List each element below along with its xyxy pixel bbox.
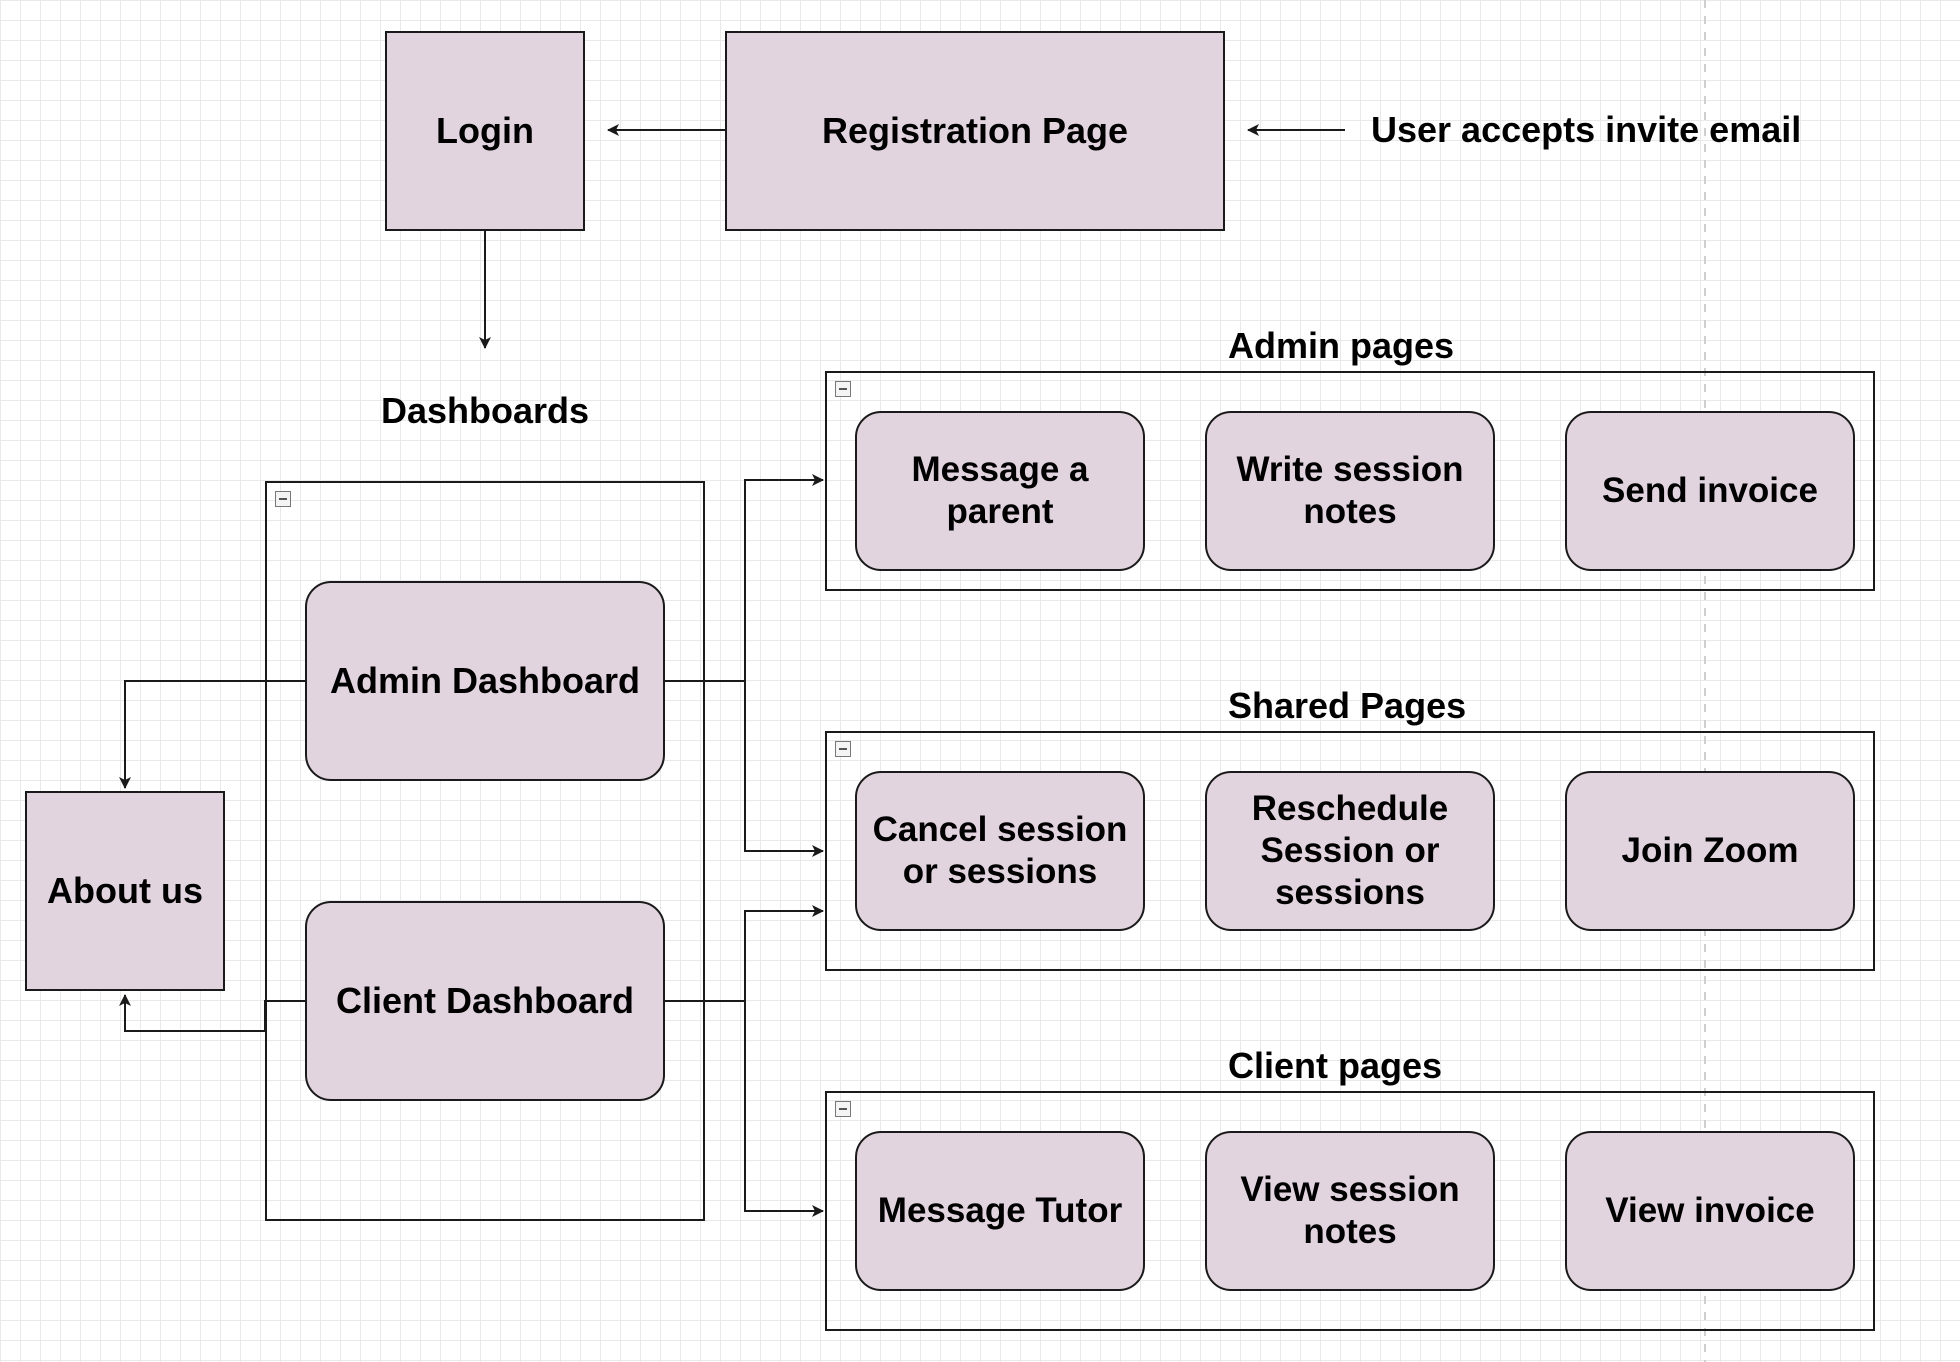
reschedule-session-label: Reschedule Session or sessions (1251, 789, 1449, 912)
message-tutor-box[interactable]: Message Tutor (855, 1131, 1145, 1291)
write-session-notes-box[interactable]: Write session notes (1205, 411, 1495, 571)
admin-pages-title: Admin pages (1228, 325, 1455, 366)
dashboards-container[interactable] (265, 481, 705, 1221)
admin-pages-container[interactable] (825, 371, 1875, 591)
dashboards-title: Dashboards (381, 390, 590, 431)
about-us-label: About us (47, 870, 203, 912)
client-dashboard-label: Client Dashboard (335, 980, 635, 1022)
shared-pages-collapse-icon[interactable] (835, 741, 851, 757)
view-session-notes-label: View session notes (1240, 1170, 1460, 1251)
registration-page-label: Registration Page (821, 110, 1129, 152)
send-invoice-box[interactable]: Send invoice (1565, 411, 1855, 571)
client-pages-collapse-icon[interactable] (835, 1101, 851, 1117)
admin-dashboard-box[interactable]: Admin Dashboard (305, 581, 665, 781)
join-zoom-label: Join Zoom (1621, 831, 1799, 870)
message-tutor-label: Message Tutor (877, 1191, 1123, 1230)
client-pages-container[interactable] (825, 1091, 1875, 1331)
invite-email-label: User accepts invite email (1371, 109, 1802, 150)
arrow-client-to-shared-pages (665, 905, 824, 1002)
login-box[interactable]: Login (385, 31, 585, 231)
message-parent-label: Message a parent (911, 450, 1089, 531)
shared-pages-title: Shared Pages (1228, 685, 1467, 726)
view-session-notes-box[interactable]: View session notes (1205, 1131, 1495, 1291)
login-label: Login (436, 110, 534, 152)
reschedule-session-box[interactable]: Reschedule Session or sessions (1205, 771, 1495, 931)
arrow-client-to-client-pages (744, 1001, 824, 1217)
view-invoice-box[interactable]: View invoice (1565, 1131, 1855, 1291)
cancel-session-box[interactable]: Cancel session or sessions (855, 771, 1145, 931)
registration-page-box[interactable]: Registration Page (725, 31, 1225, 231)
arrow-admin-to-about (119, 680, 305, 789)
join-zoom-box[interactable]: Join Zoom (1565, 771, 1855, 931)
dashboards-collapse-icon[interactable] (275, 491, 291, 507)
about-us-box[interactable]: About us (25, 791, 225, 991)
client-dashboard-box[interactable]: Client Dashboard (305, 901, 665, 1101)
write-session-notes-label: Write session notes (1236, 450, 1464, 531)
client-pages-title: Client pages (1228, 1045, 1443, 1086)
message-parent-box[interactable]: Message a parent (855, 411, 1145, 571)
admin-pages-collapse-icon[interactable] (835, 381, 851, 397)
view-invoice-label: View invoice (1605, 1191, 1815, 1230)
admin-dashboard-label: Admin Dashboard (329, 660, 641, 702)
shared-pages-container[interactable] (825, 731, 1875, 971)
cancel-session-label: Cancel session or sessions (872, 810, 1128, 891)
arrow-admin-to-shared-pages (744, 681, 824, 857)
send-invoice-label: Send invoice (1602, 471, 1818, 510)
arrow-admin-to-admin-pages (665, 474, 824, 682)
